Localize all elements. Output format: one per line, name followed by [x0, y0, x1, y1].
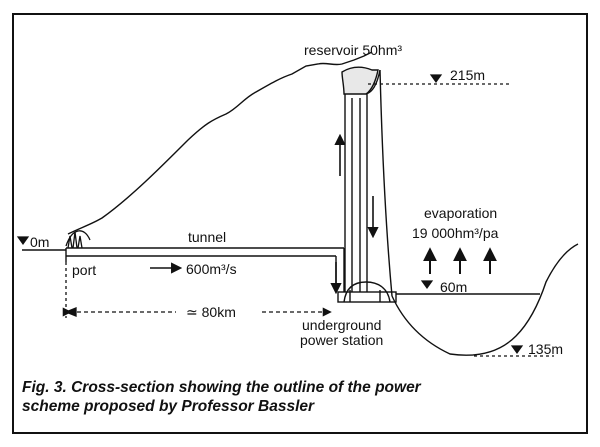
- elevation-0-label: 0m: [30, 234, 50, 250]
- elevation-60-label: 60m: [440, 279, 468, 295]
- elevation-215-label: 215m: [450, 67, 486, 83]
- figure-caption: Fig. 3. Cross-section showing the outlin…: [22, 378, 582, 416]
- evaporation-label: evaporation: [424, 205, 498, 221]
- station-label-line1: underground: [302, 317, 382, 333]
- penstock-shafts: [344, 69, 393, 297]
- tunnel-label: tunnel: [188, 229, 227, 245]
- caption-line-1: Fig. 3. Cross-section showing the outlin…: [22, 379, 421, 396]
- reservoir-label: reservoir 50hm³: [304, 42, 403, 58]
- mountain-profile: [67, 51, 373, 235]
- reservoir-basin: [341, 66, 379, 95]
- power-station: [337, 281, 397, 303]
- port-structure: [65, 230, 91, 249]
- elevation-markers: [16, 74, 554, 357]
- figure-frame: [12, 13, 588, 434]
- flow-rate-label: 600m³/s: [186, 261, 237, 277]
- station-label-line2: power station: [300, 332, 384, 348]
- port-label: port: [72, 262, 97, 278]
- distance-label: ≃ 80km: [186, 304, 236, 320]
- caption-line-2: scheme proposed by Professor Bassler: [22, 398, 315, 415]
- evaporation-rate-label: 19 000hm³/pa: [412, 225, 499, 241]
- depression-basin: [391, 243, 579, 356]
- elevation-135-label: 135m: [528, 341, 564, 357]
- distance-dimension: [62, 262, 332, 318]
